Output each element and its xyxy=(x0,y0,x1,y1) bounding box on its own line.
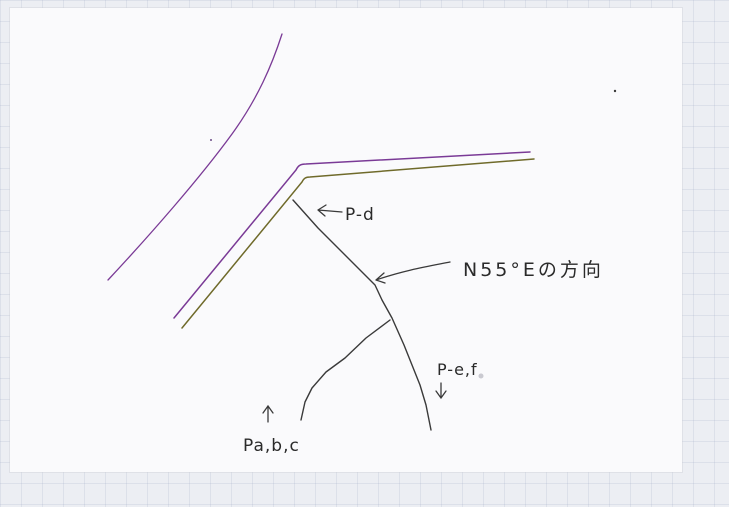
label-p-d: P-d xyxy=(345,205,375,225)
arrow-p-ef xyxy=(435,382,447,400)
paper-sheet xyxy=(10,8,682,472)
label-p-abc: Pa,b,c xyxy=(243,436,300,456)
arrow-p-abc xyxy=(262,404,274,423)
road-right-edge-inner xyxy=(181,158,535,329)
label-p-ef: P-e,f xyxy=(437,360,478,379)
label-direction: N55°Eの方向 xyxy=(463,259,604,281)
ink-dot xyxy=(210,139,212,141)
fault-branch xyxy=(300,319,391,421)
road-left-edge xyxy=(107,33,283,281)
arrow-direction xyxy=(375,261,451,284)
ink-smudge xyxy=(478,373,484,379)
ink-dot xyxy=(613,89,617,93)
arrow-p-d xyxy=(317,204,343,217)
road-right-edge-outer xyxy=(173,151,531,319)
fault-trace xyxy=(292,199,432,431)
